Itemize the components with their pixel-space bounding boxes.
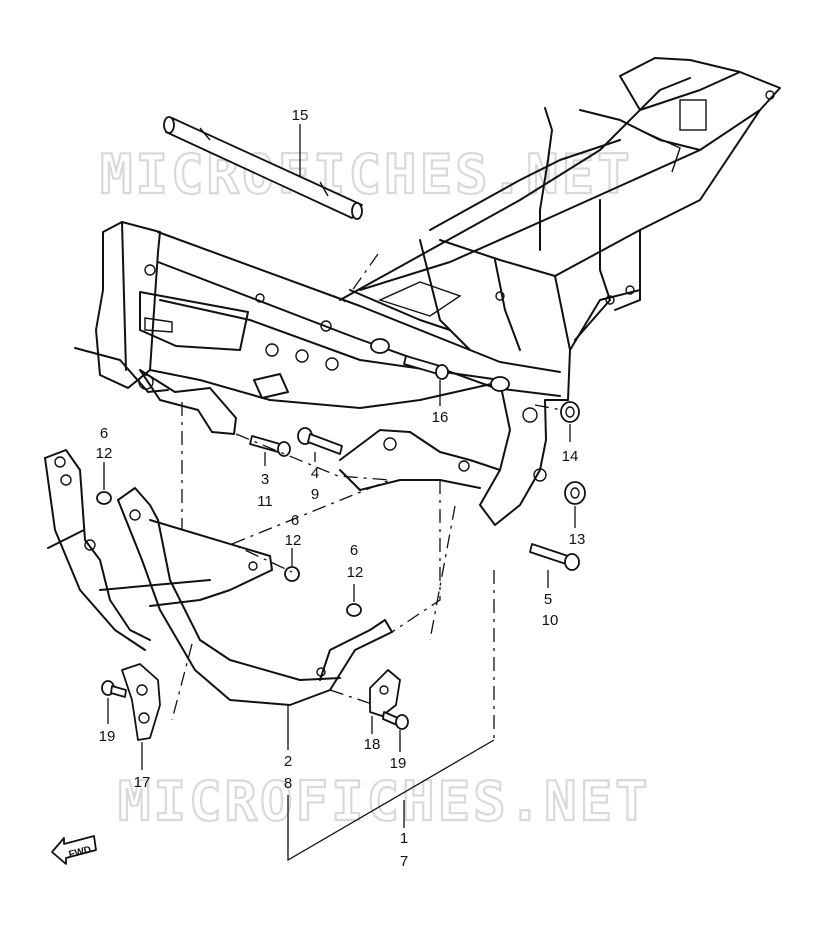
callout-13: 13 [569,531,586,548]
callout-6-c: 6 [350,542,358,559]
fwd-arrow-icon: FWD [51,835,97,865]
callout-19-b: 19 [390,755,407,772]
part-18-bracket [369,669,401,717]
part-16-bolt [403,355,449,380]
callout-6-b: 6 [291,512,299,529]
callout-7: 7 [400,853,408,870]
callout-11: 11 [257,493,273,510]
watermark-bottom: MICROFICHES.NET [118,770,651,833]
leader-lines [103,124,576,862]
callout-3: 3 [261,471,269,488]
callout-6-a: 6 [100,425,108,442]
callout-18: 18 [364,736,381,753]
part-15-tube [163,116,363,220]
callout-5: 5 [544,591,552,608]
callout-12-a: 12 [96,445,113,462]
callout-17: 17 [134,774,151,791]
part-17-bracket [121,663,161,741]
callout-16: 16 [432,409,449,426]
callout-12-b: 12 [285,532,302,549]
callout-12-c: 12 [347,564,364,581]
callout-4: 4 [311,465,319,482]
callout-19-a: 19 [99,728,116,745]
callout-numbers: 15 16 14 13 6 12 3 11 4 9 6 12 6 12 5 10… [96,107,586,870]
callout-15: 15 [292,107,309,124]
fwd-label: FWD [68,844,93,860]
callout-8: 8 [284,775,292,792]
reference-lines [171,253,563,740]
callout-14: 14 [562,448,579,465]
part-14-collar [560,401,580,423]
part-5-bolt [529,543,580,571]
part-19-bolt-right [382,711,409,730]
main-frame [74,57,781,526]
watermark-top: MICROFICHES.NET [100,143,633,206]
callout-10: 10 [542,612,559,629]
callout-2: 2 [284,753,292,770]
callout-1: 1 [400,830,408,847]
part-3-bolt [249,435,291,457]
part-4-bolt [297,427,343,455]
part-13-collar [564,481,586,505]
part-2-lower-cradle [44,449,393,706]
callout-9: 9 [311,486,319,503]
part-19-bolt-left [101,680,127,698]
